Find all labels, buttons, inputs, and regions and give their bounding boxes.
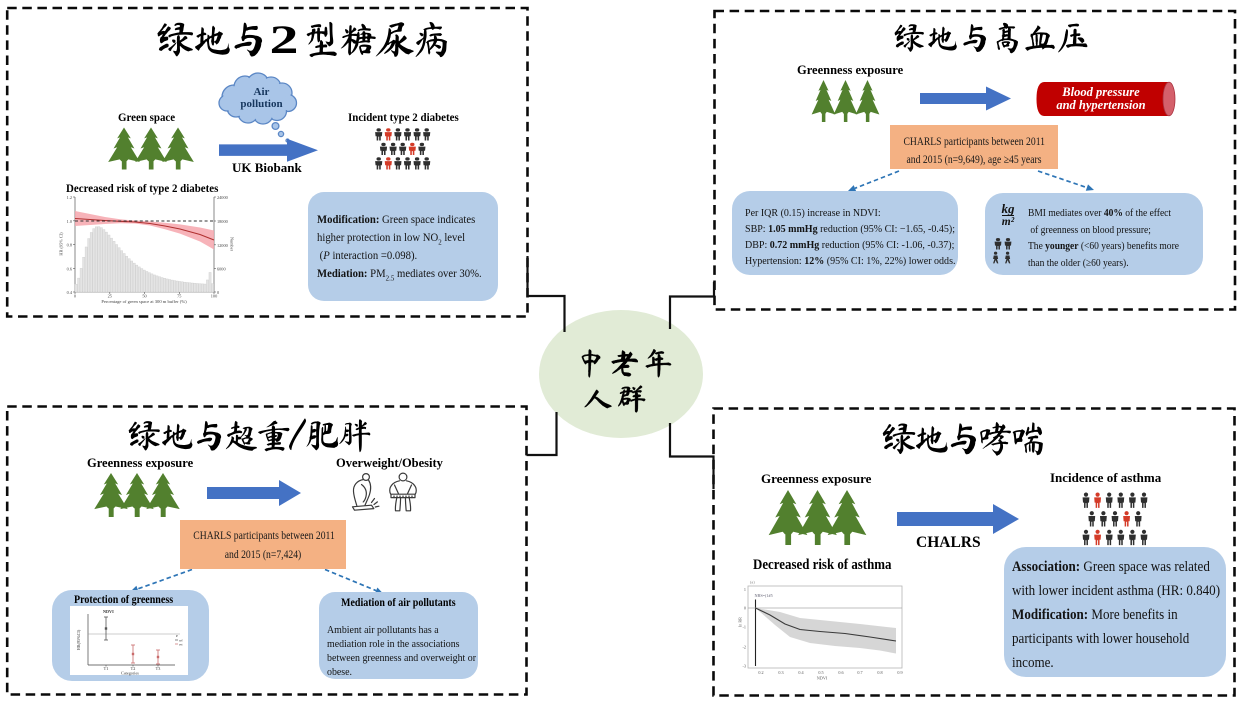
svg-text:Categories: Categories bbox=[121, 671, 139, 676]
svg-text:ref: ref bbox=[179, 639, 183, 643]
svg-text:0.4: 0.4 bbox=[67, 290, 73, 295]
svg-text:25: 25 bbox=[108, 294, 112, 299]
svg-text:T1: T1 bbox=[104, 666, 109, 671]
svg-text:1.0: 1.0 bbox=[67, 219, 72, 224]
svg-text:0.6: 0.6 bbox=[838, 670, 843, 675]
svg-text:P: P bbox=[176, 634, 178, 638]
svg-text:T3: T3 bbox=[156, 666, 161, 671]
svg-text:ln RR: ln RR bbox=[738, 617, 743, 627]
svg-text:est: est bbox=[179, 643, 183, 647]
svg-text:Number: Number bbox=[230, 237, 235, 252]
svg-text:0.7: 0.7 bbox=[857, 670, 862, 675]
svg-text:24000: 24000 bbox=[217, 195, 228, 200]
svg-text:18000: 18000 bbox=[217, 219, 228, 224]
svg-text:0.8: 0.8 bbox=[877, 670, 882, 675]
svg-text:-1: -1 bbox=[743, 625, 747, 630]
svg-text:12000: 12000 bbox=[217, 243, 228, 248]
svg-text:HR(95%CI): HR(95%CI) bbox=[76, 629, 81, 650]
svg-text:75: 75 bbox=[177, 294, 181, 299]
svg-text:Percentage of green space at 3: Percentage of green space at 300 m buffe… bbox=[101, 299, 187, 304]
svg-text:0.3: 0.3 bbox=[778, 670, 783, 675]
svg-text:0: 0 bbox=[744, 606, 746, 611]
svg-text:NDVI: NDVI bbox=[817, 676, 828, 681]
svg-text:(a): (a) bbox=[750, 580, 755, 585]
svg-text:HR (95% CI): HR (95% CI) bbox=[59, 232, 64, 256]
svg-text:0: 0 bbox=[74, 294, 76, 299]
svg-text:50: 50 bbox=[142, 294, 146, 299]
svg-text:0.6: 0.6 bbox=[67, 266, 73, 271]
svg-text:0: 0 bbox=[217, 290, 219, 295]
svg-text:-3: -3 bbox=[743, 664, 747, 669]
svg-text:1: 1 bbox=[744, 587, 746, 592]
svg-text:T2: T2 bbox=[131, 666, 136, 671]
svg-text:0.8: 0.8 bbox=[67, 243, 72, 248]
svg-text:NDVI: NDVI bbox=[103, 609, 114, 614]
svg-text:0.9: 0.9 bbox=[897, 670, 902, 675]
svg-text:NBS=(1#5: NBS=(1#5 bbox=[755, 593, 773, 598]
svg-text:6000: 6000 bbox=[217, 267, 226, 272]
svg-text:-2: -2 bbox=[743, 645, 747, 650]
svg-text:1.2: 1.2 bbox=[67, 195, 72, 200]
svg-text:0.2: 0.2 bbox=[758, 670, 763, 675]
svg-text:0.5: 0.5 bbox=[818, 670, 823, 675]
svg-text:2: 2 bbox=[270, 17, 299, 62]
svg-text:0.4: 0.4 bbox=[798, 670, 804, 675]
svg-text:100: 100 bbox=[211, 294, 217, 299]
